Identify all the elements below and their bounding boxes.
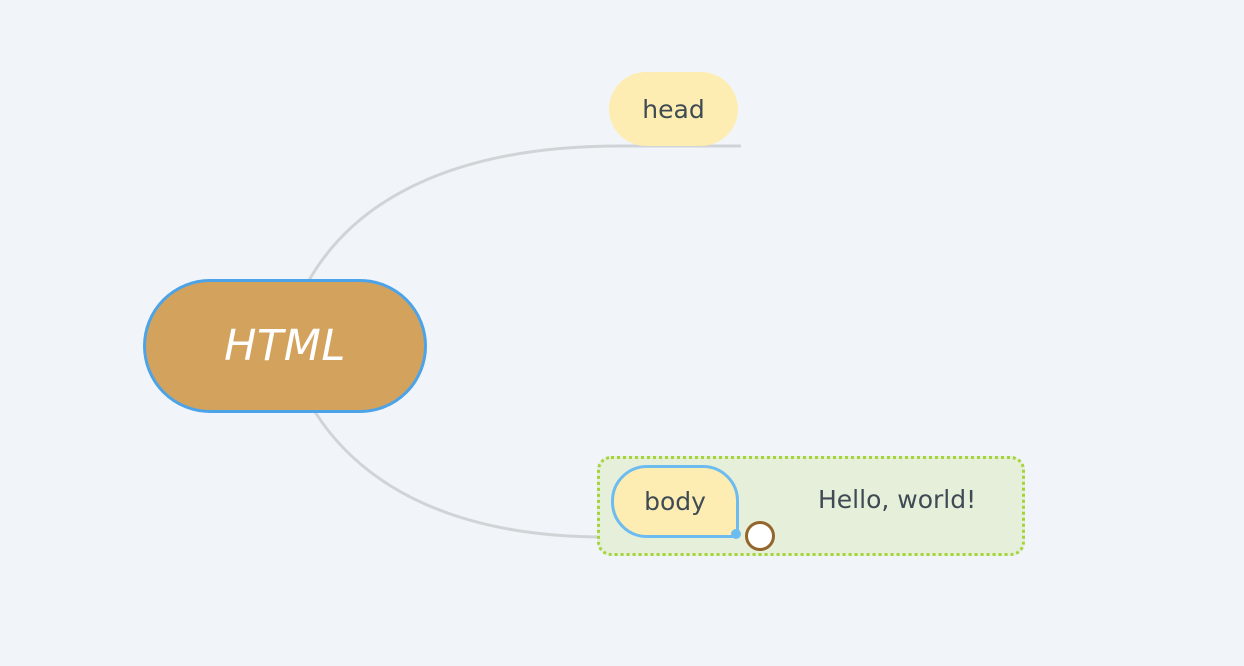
connector-root-to-body [313,411,606,539]
connection-anchor-dot [731,529,741,539]
collapse-toggle-icon[interactable] [745,521,775,551]
child-node-head-label: head [642,94,705,124]
leaf-node-hello-world[interactable]: Hello, world! [818,485,977,514]
connector-root-to-head [306,144,741,283]
child-node-head[interactable]: head [609,72,738,146]
root-node-label: HTML [224,321,346,371]
root-node-html[interactable]: HTML [143,279,427,413]
child-node-body-label: body [644,487,706,516]
child-node-body[interactable]: body [611,465,739,538]
